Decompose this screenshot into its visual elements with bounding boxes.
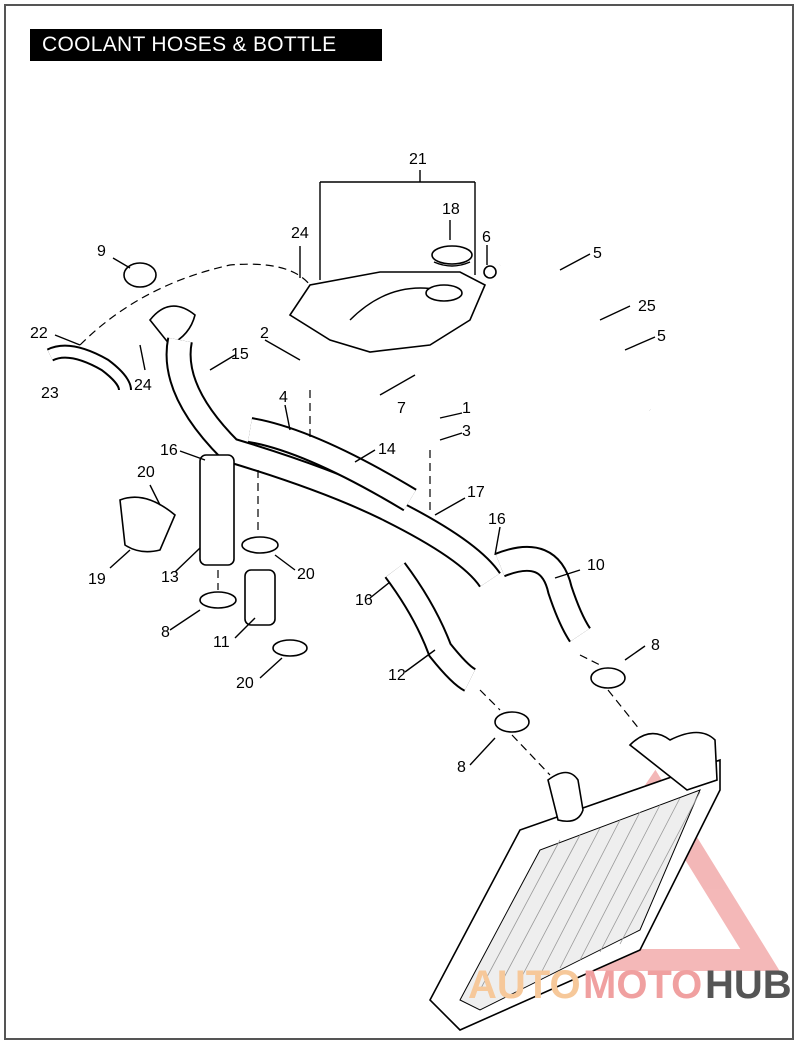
leader-lines — [54, 220, 656, 766]
callout-16b: 16 — [488, 511, 506, 528]
callout-1: 1 — [462, 400, 471, 417]
page-title: COOLANT HOSES & BOTTLE — [30, 29, 382, 61]
callout-14: 14 — [378, 441, 396, 458]
overflow-hose — [483, 260, 653, 412]
bracket-21 — [319, 170, 476, 280]
hose-10-12 — [384, 545, 591, 692]
callout-15: 15 — [231, 346, 249, 363]
lower-parts — [119, 454, 626, 733]
callout-24b: 24 — [134, 377, 152, 394]
callout-25: 25 — [638, 298, 656, 315]
connection-lines — [79, 263, 641, 776]
callout-20c: 20 — [236, 675, 254, 692]
callout-16a: 16 — [160, 442, 178, 459]
callout-6: 6 — [482, 229, 491, 246]
callout-12: 12 — [388, 667, 406, 684]
callout-8b: 8 — [651, 637, 660, 654]
callout-16c: 16 — [355, 592, 373, 609]
callout-9: 9 — [97, 243, 106, 260]
watermark-hub: HUB — [705, 963, 792, 1007]
callout-23: 23 — [41, 385, 59, 402]
callout-24a: 24 — [291, 225, 309, 242]
callout-2: 2 — [260, 325, 269, 342]
callout-8c: 8 — [457, 759, 466, 776]
callout-20b: 20 — [297, 566, 315, 583]
watermark-moto: MOTO — [583, 963, 702, 1007]
callout-10: 10 — [587, 557, 605, 574]
callout-4: 4 — [279, 389, 288, 406]
callout-labels: 1 2 3 4 5 5 6 7 8 8 8 9 10 11 12 13 14 1… — [30, 151, 666, 776]
coolant-bottle — [288, 245, 487, 353]
radiator — [429, 731, 721, 1031]
callout-22: 22 — [30, 325, 48, 342]
callout-18: 18 — [442, 201, 460, 218]
callout-20a: 20 — [137, 464, 155, 481]
callout-8a: 8 — [161, 624, 170, 641]
watermark-auto: AUTO — [468, 963, 581, 1007]
callout-13: 13 — [161, 569, 179, 586]
callout-11: 11 — [213, 634, 230, 651]
callout-7: 7 — [397, 400, 406, 417]
callout-3: 3 — [462, 423, 471, 440]
callout-5a: 5 — [593, 245, 602, 262]
fill-neck — [46, 262, 196, 391]
callout-5b: 5 — [657, 328, 666, 345]
main-hose-assembly — [165, 337, 501, 588]
diagram-frame — [4, 4, 794, 1040]
callout-19: 19 — [88, 571, 106, 588]
callout-17: 17 — [467, 484, 485, 501]
callout-21: 21 — [409, 151, 427, 168]
watermark-text: AUTO MOTO HUB — [468, 963, 792, 1007]
